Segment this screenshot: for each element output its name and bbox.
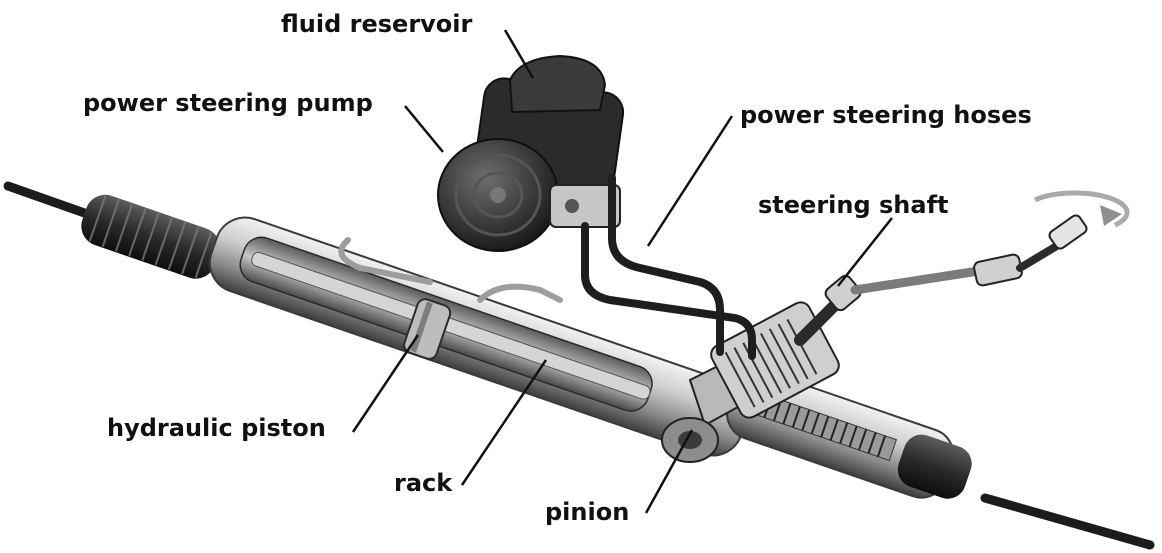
- leader-fluid-reservoir: [503, 29, 535, 79]
- label-hydraulic-piston: hydraulic piston: [107, 414, 326, 442]
- steering-rack-assembly: [3, 181, 1155, 550]
- leader-rack: [460, 359, 548, 486]
- label-pinion: pinion: [545, 498, 629, 526]
- power-steering-hoses: [338, 174, 756, 360]
- label-rack: rack: [394, 469, 453, 497]
- rotation-arrow-icon: [1033, 190, 1130, 228]
- leader-steering-shaft: [837, 217, 893, 287]
- label-fluid-reservoir: fluid reservoir: [281, 10, 473, 38]
- left-bellows-boot: [81, 194, 220, 279]
- leader-power-steering-pump: [404, 105, 444, 153]
- right-tie-rod: [980, 493, 1155, 550]
- label-steering-shaft: steering shaft: [758, 191, 948, 219]
- steering-shaft: [794, 214, 1088, 346]
- leader-lines: [351, 29, 893, 514]
- leader-pinion: [644, 429, 694, 514]
- leader-hydraulic-piston: [351, 334, 420, 433]
- right-housing: [726, 369, 972, 499]
- power-steering-pump: [437, 77, 625, 252]
- leader-power-steering-hoses: [646, 115, 734, 247]
- label-power-steering-pump: power steering pump: [83, 89, 373, 117]
- fluid-reservoir: [508, 54, 607, 114]
- label-power-steering-hoses: power steering hoses: [740, 101, 1032, 129]
